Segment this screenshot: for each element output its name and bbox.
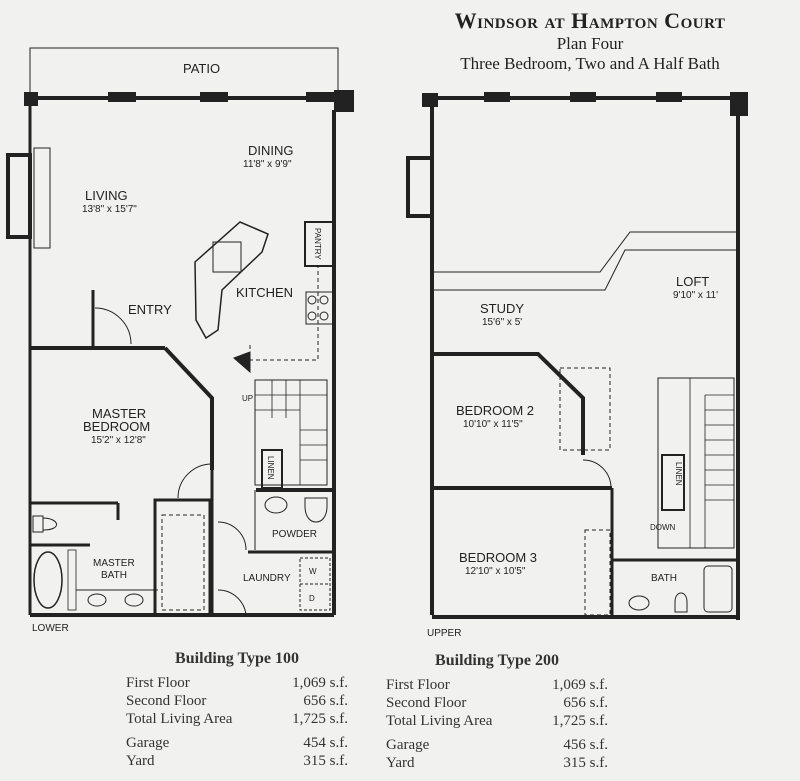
row-label: First Floor — [386, 677, 450, 693]
row-label: Yard — [386, 755, 415, 771]
living-size: 13'8" x 15'7" — [82, 204, 137, 215]
table-row: Total Living Area 1,725 s.f. — [386, 712, 608, 730]
up-label: UP — [242, 394, 253, 403]
bedroom2-label: BEDROOM 2 — [456, 403, 534, 418]
loft-size: 9'10" x 11' — [673, 290, 718, 301]
entry-label: ENTRY — [128, 302, 172, 317]
pantry — [304, 221, 334, 267]
row-label: Second Floor — [386, 695, 467, 711]
row-value: 656 s.f. — [303, 693, 348, 709]
study-label: STUDY — [480, 301, 524, 316]
row-label: Total Living Area — [126, 711, 233, 727]
closet — [153, 498, 212, 617]
row-label: Garage — [126, 735, 170, 751]
living-label: LIVING — [85, 188, 128, 203]
community-name: Windsor at Hampton Court — [454, 8, 726, 33]
row-value: 456 s.f. — [563, 737, 608, 753]
upper-floor-plan: LOFT 9'10" x 11' STUDY 15'6" x 5' BEDROO… — [406, 92, 748, 639]
master-bedroom-label-2: BEDROOM — [83, 419, 150, 434]
row-value: 656 s.f. — [563, 695, 608, 711]
patio-label: PATIO — [183, 61, 220, 76]
master-bedroom-size: 15'2" x 12'8" — [91, 435, 146, 446]
table-row: First Floor 1,069 s.f. — [386, 676, 608, 694]
kitchen-island — [194, 221, 269, 340]
dining-size: 11'8" x 9'9" — [243, 159, 292, 170]
row-label: First Floor — [126, 675, 190, 691]
upper-linen-label: LINEN — [674, 462, 683, 486]
master-bath-label: MASTER — [93, 558, 135, 569]
table-row: First Floor 1,069 s.f. — [126, 674, 348, 692]
upper-staircase — [657, 377, 735, 549]
row-value: 1,069 s.f. — [292, 675, 348, 691]
powder-label: POWDER — [272, 529, 317, 540]
staircase — [254, 379, 328, 486]
plan-description: Three Bedroom, Two and A Half Bath — [460, 54, 720, 73]
laundry-label: LAUNDRY — [243, 573, 291, 584]
row-label: Yard — [126, 753, 155, 769]
plan-name: Plan Four — [556, 34, 624, 53]
table-row: Garage 454 s.f. — [126, 734, 348, 752]
lower-floor-plan: PATIO DINING 11'8" x 9'9" LIVING 13'8" x… — [6, 47, 354, 634]
kitchen-label: KITCHEN — [236, 285, 293, 300]
table-heading: Building Type 200 — [435, 652, 559, 669]
upper-label: UPPER — [427, 628, 461, 639]
row-value: 1,069 s.f. — [552, 677, 608, 693]
bedroom3-label: BEDROOM 3 — [459, 550, 537, 565]
washer-label: W — [309, 567, 317, 576]
row-value: 1,725 s.f. — [292, 711, 348, 727]
down-label: DOWN — [650, 523, 676, 532]
linen-label: LINEN — [266, 456, 275, 480]
study-size: 15'6" x 5' — [482, 317, 522, 328]
table-row: Garage 456 s.f. — [386, 736, 608, 754]
plan-title: Windsor at Hampton Court Plan Four Three… — [380, 8, 800, 74]
lower-top-wall — [28, 96, 350, 100]
table-row: Yard 315 s.f. — [126, 752, 348, 770]
row-label: Total Living Area — [386, 713, 493, 729]
table-row: Yard 315 s.f. — [386, 754, 608, 772]
row-value: 315 s.f. — [303, 753, 348, 769]
table-row: Second Floor 656 s.f. — [126, 692, 348, 710]
bedroom3-size: 12'10" x 10'5" — [465, 566, 526, 577]
table-heading: Building Type 100 — [175, 650, 299, 667]
table-row: Second Floor 656 s.f. — [386, 694, 608, 712]
loft-label: LOFT — [676, 274, 709, 289]
pantry-label: PANTRY — [313, 228, 322, 260]
lower-label: LOWER — [32, 623, 69, 634]
row-value: 1,725 s.f. — [552, 713, 608, 729]
dryer-label: D — [309, 594, 315, 603]
row-value: 315 s.f. — [563, 755, 608, 771]
dining-label: DINING — [248, 143, 294, 158]
row-label: Garage — [386, 737, 430, 753]
bath-label: BATH — [651, 573, 677, 584]
row-value: 454 s.f. — [303, 735, 348, 751]
row-label: Second Floor — [126, 693, 207, 709]
master-bath-label-2: BATH — [101, 570, 127, 581]
bedroom2-size: 10'10" x 11'5" — [463, 419, 523, 430]
floor-plans: PATIO DINING 11'8" x 9'9" LIVING 13'8" x… — [6, 47, 748, 639]
table-row: Total Living Area 1,725 s.f. — [126, 710, 348, 728]
fireplace — [6, 153, 32, 239]
master-bedroom-label: MASTER — [92, 406, 146, 421]
